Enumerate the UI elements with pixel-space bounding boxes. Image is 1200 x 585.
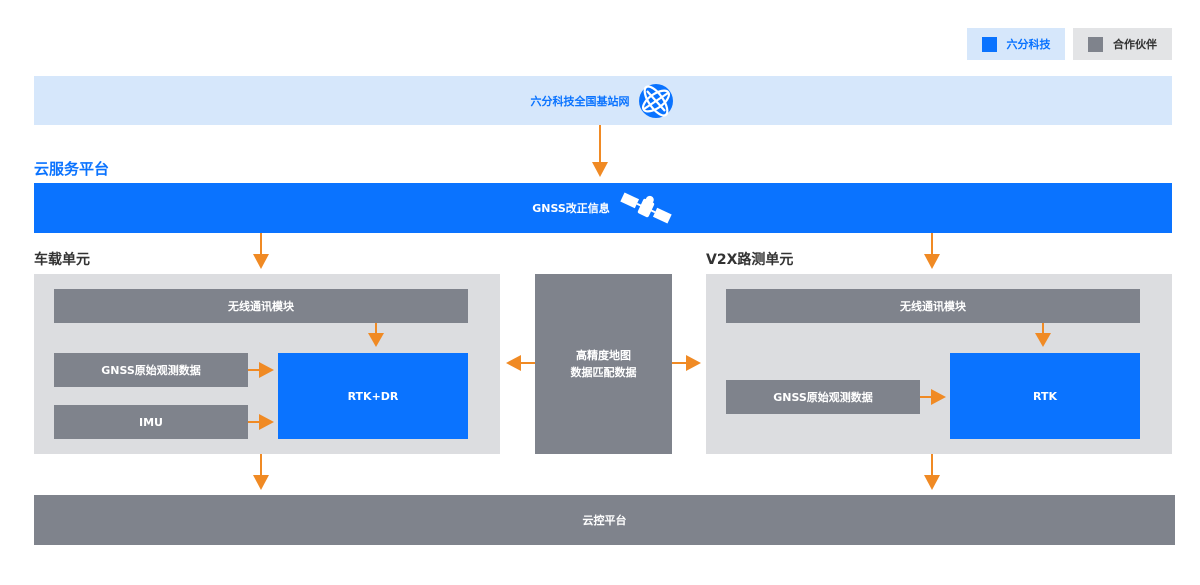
gnss-correction-label: GNSS改正信息 [532, 202, 610, 215]
arrow-cloud-to-vehicle [253, 233, 269, 269]
vehicle-rtk-dr: RTK+DR [278, 353, 468, 439]
gnss-correction-bar: GNSS改正信息 [34, 183, 1172, 233]
arrow-map-to-v2x [672, 355, 701, 371]
v2x-gnss-data: GNSS原始观测数据 [726, 380, 920, 414]
vehicle-unit-title: 车载单元 [34, 252, 90, 268]
legend-partner-label: 合作伙伴 [1113, 38, 1157, 51]
vehicle-wireless-module: 无线通讯模块 [54, 289, 468, 323]
legend-own-swatch [981, 36, 997, 52]
hd-map-line2: 数据匹配数据 [570, 366, 637, 379]
vehicle-imu: IMU [54, 405, 248, 439]
arrow-imu-to-core [248, 414, 274, 430]
satellite-icon [620, 192, 672, 224]
legend-partner: 合作伙伴 [1073, 28, 1172, 60]
station-network-label: 六分科技全国基站网 [530, 94, 630, 108]
arrow-v2x-to-control [924, 454, 940, 490]
v2x-wireless-module: 无线通讯模块 [726, 289, 1140, 323]
hd-map-box: 高精度地图 数据匹配数据 [535, 274, 672, 454]
legend-partner-swatch [1088, 36, 1103, 52]
cloud-service-title: 云服务平台 [34, 160, 110, 178]
arrow-vehicle-wireless-to-core [368, 323, 384, 347]
legend-own-label: 六分科技 [1006, 38, 1051, 51]
arrow-v2x-wireless-to-core [1035, 323, 1051, 347]
v2x-unit-title: V2X路测单元 [706, 252, 794, 268]
v2x-rtk: RTK [950, 353, 1140, 439]
vehicle-gnss-data: GNSS原始观测数据 [54, 353, 248, 387]
arrow-cloud-to-v2x [924, 233, 940, 269]
globe-icon [638, 83, 673, 118]
cloud-control-platform: 云控平台 [34, 495, 1175, 545]
arrow-vehicle-to-control [253, 454, 269, 490]
hd-map-line1: 高精度地图 [576, 349, 631, 362]
station-network-band: 六分科技全国基站网 [34, 76, 1172, 125]
arrow-v2x-gnss-to-core [920, 389, 946, 405]
arrow-network-to-cloud [592, 125, 608, 177]
legend-own: 六分科技 [967, 28, 1065, 60]
arrow-vehicle-gnss-to-core [248, 362, 274, 378]
arrow-map-to-vehicle [506, 355, 535, 371]
